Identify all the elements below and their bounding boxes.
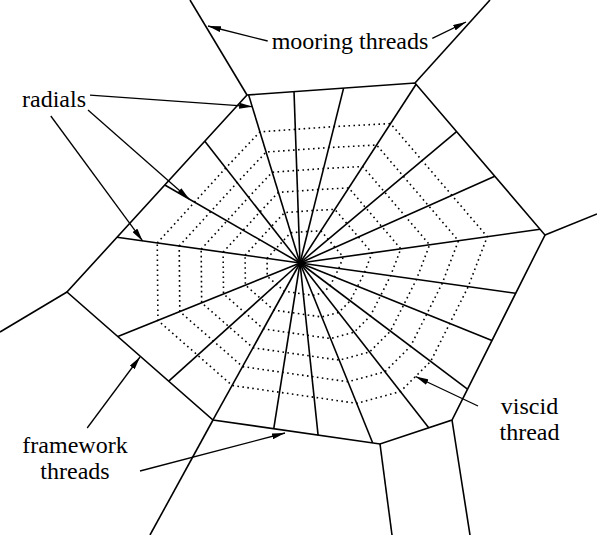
leader-arrow — [87, 357, 140, 428]
mooring-thread — [452, 420, 470, 535]
viscid-spiral — [157, 124, 487, 404]
leader-lines — [51, 22, 478, 471]
radial-thread — [300, 263, 373, 443]
framework-thread — [67, 83, 545, 444]
thread-label: viscid thread — [482, 393, 577, 445]
radial-thread — [169, 263, 300, 381]
viscid-ring — [245, 209, 372, 317]
mooring-thread — [380, 444, 392, 535]
radial-thread — [300, 263, 318, 435]
radial-thread — [300, 132, 457, 263]
thread-label: mooring threads — [272, 28, 429, 54]
leader-arrow — [208, 26, 268, 41]
leader-arrow — [88, 110, 189, 199]
viscid-ring — [201, 166, 429, 360]
radial-thread — [205, 141, 300, 263]
radial-lines — [117, 84, 540, 443]
mooring-thread — [0, 292, 67, 332]
radial-thread — [300, 84, 416, 263]
thread-label: framework threads — [14, 432, 136, 484]
leader-arrow — [51, 116, 143, 241]
viscid-ring — [223, 188, 401, 339]
radial-thread — [118, 263, 300, 337]
thread-label: radials — [22, 86, 86, 112]
framework-polygon — [67, 83, 545, 444]
leader-arrow — [416, 376, 478, 406]
radial-thread — [300, 263, 429, 428]
leader-arrow — [140, 433, 285, 471]
radial-thread — [300, 263, 492, 341]
radial-thread — [300, 88, 344, 263]
radial-thread — [300, 229, 540, 263]
radial-thread — [300, 263, 516, 293]
radial-thread — [294, 92, 300, 263]
leader-arrow — [90, 95, 252, 107]
radial-thread — [213, 263, 300, 420]
viscid-ring — [157, 124, 487, 404]
radial-thread — [249, 95, 300, 263]
viscid-ring — [267, 231, 343, 296]
leader-arrow — [432, 22, 466, 38]
mooring-thread — [190, 0, 247, 95]
mooring-thread — [545, 214, 597, 235]
viscid-ring — [179, 145, 458, 382]
mooring-thread — [150, 420, 213, 535]
